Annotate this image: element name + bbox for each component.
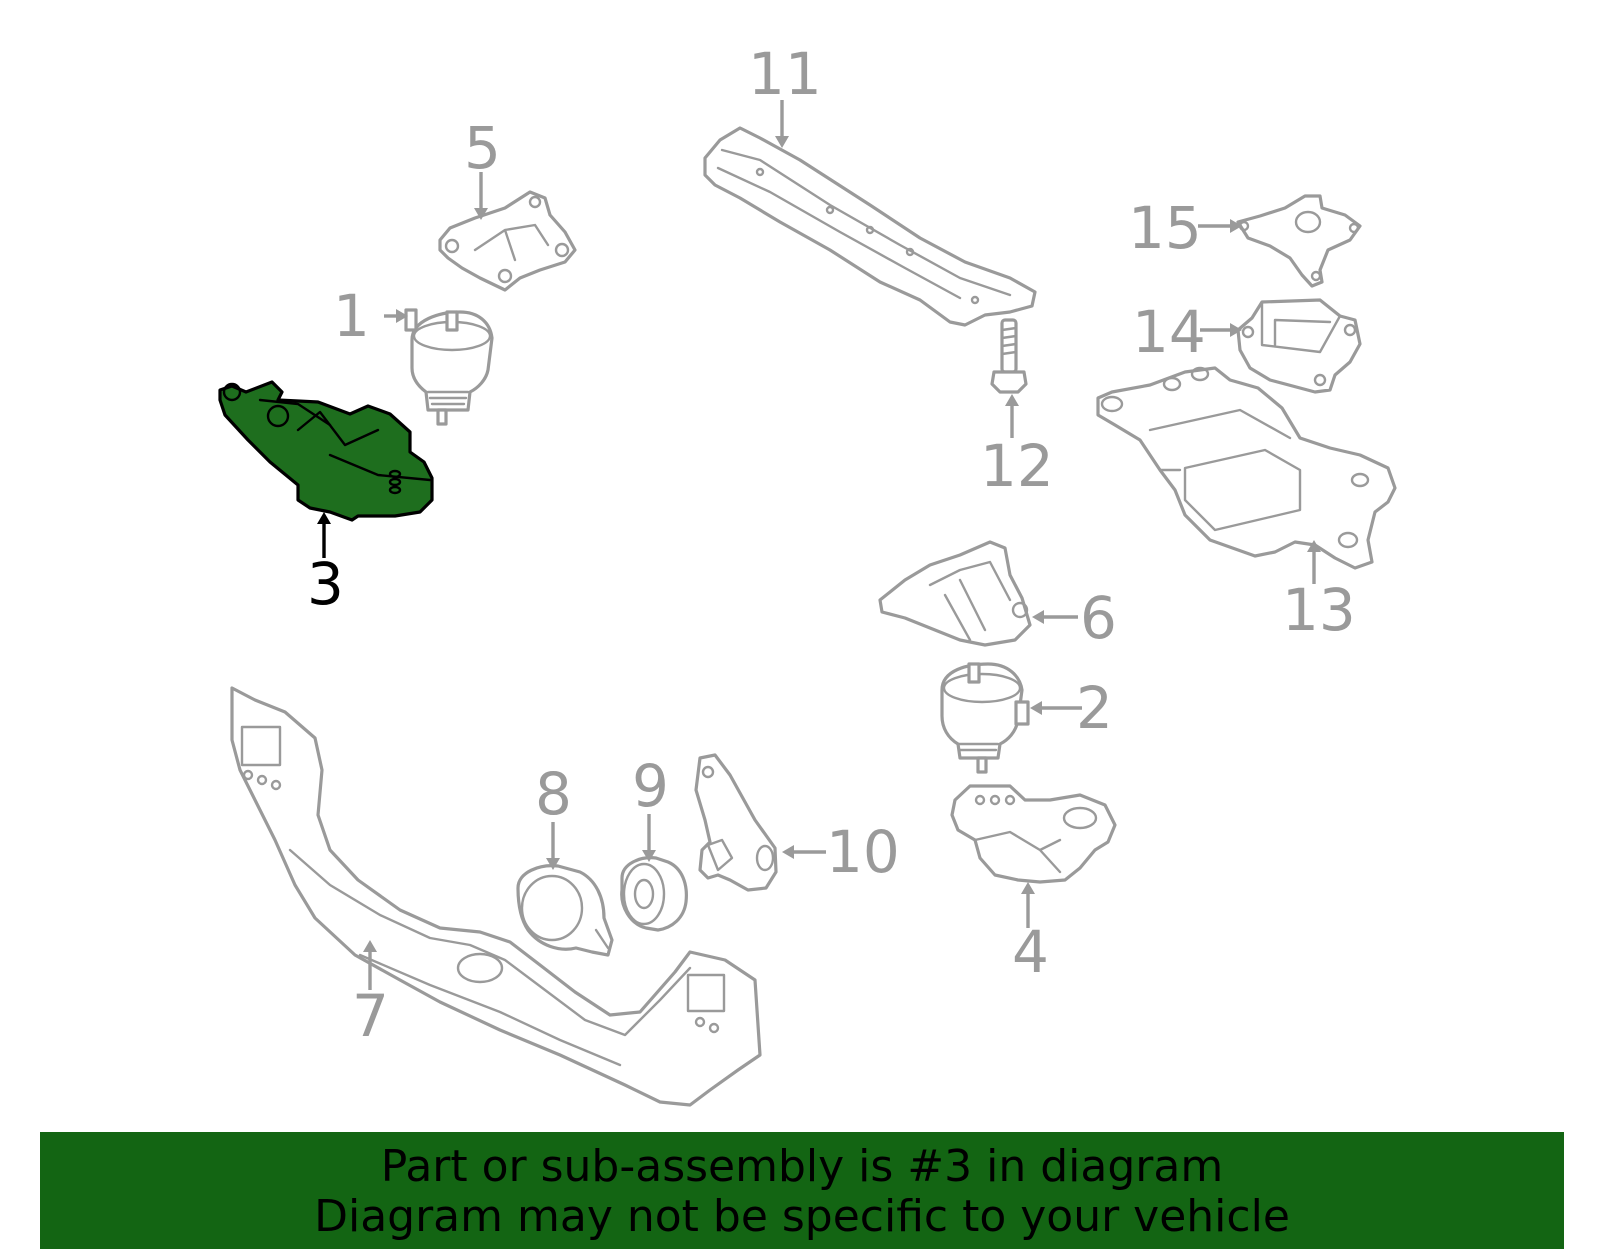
part-11-cross-member[interactable]	[703, 126, 1037, 327]
part-4-bracket[interactable]	[950, 784, 1117, 884]
part-15-bracket[interactable]	[1236, 194, 1362, 288]
leader-lines	[317, 100, 1321, 990]
part-10-link-bracket[interactable]	[694, 753, 778, 892]
part-2-engine-mount[interactable]	[940, 662, 1030, 774]
callout-11[interactable]: 11	[748, 40, 822, 108]
part-14-transmission-mount[interactable]	[1236, 298, 1362, 394]
part-1-engine-mount[interactable]	[404, 308, 494, 426]
callout-10[interactable]: 10	[826, 818, 900, 886]
part-9-bushing[interactable]	[620, 856, 688, 932]
part-5-bracket[interactable]	[438, 190, 577, 292]
part-7-subframe[interactable]	[230, 686, 762, 1107]
callout-8[interactable]: 8	[535, 760, 572, 828]
callout-3[interactable]: 3	[307, 550, 344, 618]
callout-2[interactable]: 2	[1076, 674, 1113, 742]
part-6-bracket[interactable]	[878, 540, 1032, 647]
callout-14[interactable]: 14	[1132, 298, 1206, 366]
callout-4[interactable]: 4	[1012, 918, 1049, 986]
callout-15[interactable]: 15	[1128, 194, 1202, 262]
info-banner: Part or sub-assembly is #3 in diagram Di…	[40, 1132, 1564, 1249]
part-12-bolt[interactable]	[990, 318, 1028, 394]
banner-line-1: Part or sub-assembly is #3 in diagram	[380, 1141, 1224, 1192]
banner-line-2: Diagram may not be specific to your vehi…	[314, 1191, 1290, 1242]
part-13-crossmember[interactable]	[1096, 366, 1397, 570]
part-8-bushing-mount[interactable]	[516, 864, 614, 957]
callout-5[interactable]: 5	[464, 114, 501, 182]
part-3-mount-arm[interactable]	[218, 380, 434, 522]
callout-12[interactable]: 12	[980, 432, 1054, 500]
callout-13[interactable]: 13	[1282, 576, 1356, 644]
callout-7[interactable]: 7	[352, 982, 389, 1050]
callout-6[interactable]: 6	[1080, 584, 1117, 652]
callout-labels: 1 2 3 4 5 6 7 8 9 10 11 12 13 14 15	[307, 40, 1356, 1050]
callout-1[interactable]: 1	[333, 282, 370, 350]
callout-9[interactable]: 9	[632, 752, 669, 820]
